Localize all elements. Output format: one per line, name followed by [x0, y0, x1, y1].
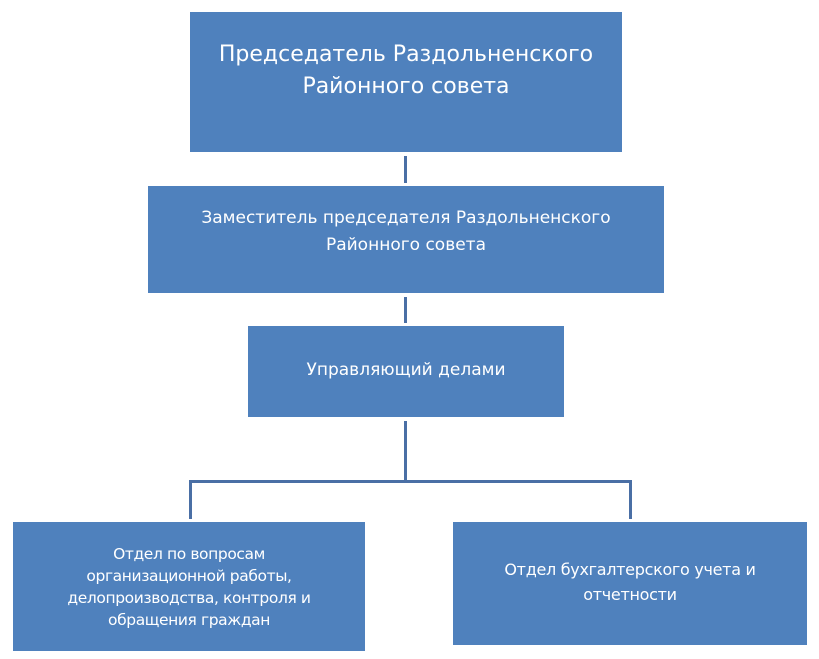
connector-deputy-manager: [404, 297, 407, 323]
node-chairman: Председатель Раздольненского Районного с…: [190, 12, 622, 152]
connector-chairman-deputy: [404, 156, 407, 183]
node-manager-label: Управляющий делами: [306, 359, 506, 380]
connector-branch-left: [189, 480, 192, 519]
connector-manager-trunk: [404, 421, 407, 483]
connector-branch-right: [629, 480, 632, 519]
connector-branch-horizontal: [189, 480, 632, 483]
node-accounting-dept-label: Отдел бухгалтерского учета и отчетности: [504, 559, 756, 604]
node-deputy-label: Заместитель председателя Раздольненского…: [201, 207, 611, 255]
node-manager: Управляющий делами: [248, 326, 564, 417]
node-chairman-label: Председатель Раздольненского Районного с…: [218, 42, 594, 99]
node-deputy: Заместитель председателя Раздольненского…: [148, 186, 664, 293]
node-org-dept: Отдел по вопросам организационной работы…: [13, 522, 365, 651]
node-accounting-dept: Отдел бухгалтерского учета и отчетности: [453, 522, 807, 645]
node-org-dept-label: Отдел по вопросам организационной работы…: [67, 544, 311, 629]
